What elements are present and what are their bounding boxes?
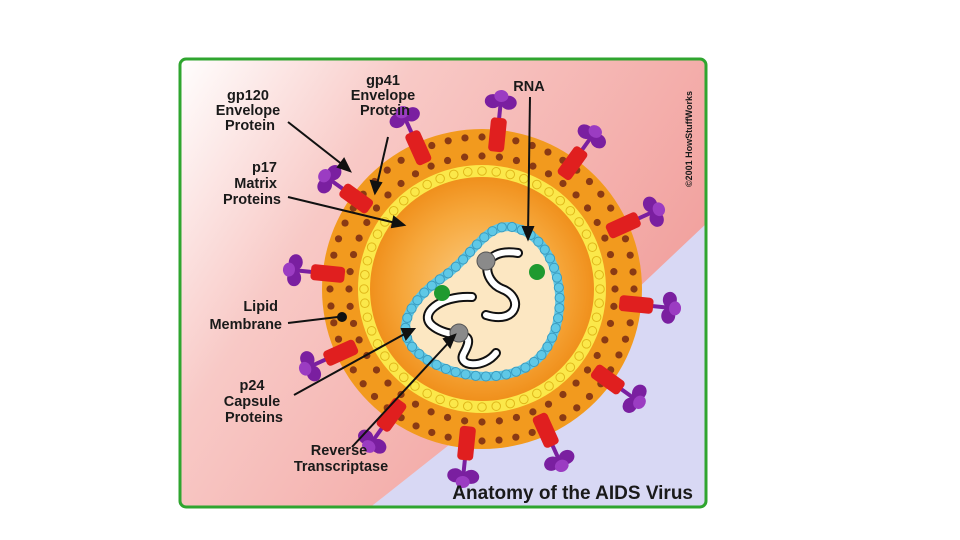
gp41-stem [405,130,432,166]
gp41-stem [590,364,625,395]
gp41-stem [532,412,559,448]
nucleotide-gray-top [476,251,496,271]
label-gp41: gp41 Envelope Protein [351,73,420,119]
gp41-stem [376,397,407,432]
arrow-reverse-transcriptase [351,338,453,448]
label-rna: RNA [513,79,545,95]
virus-diagram: gp120 Envelope Protein gp41 Envelope Pro… [178,57,708,509]
label-gp120: gp120 Envelope Protein [216,88,285,134]
gp41-stem [618,295,654,314]
gp41-stem [323,339,359,366]
gp41-stem [488,117,507,153]
diagram-title: Anatomy of the AIDS Virus [452,483,693,504]
p17-matrix-dots [359,166,605,412]
arrow-gp120 [287,121,349,170]
p24-capsule-dots [400,221,565,382]
reverse-transcriptase-dot-right [529,264,545,280]
frame-border [178,57,708,509]
arrow-gp41 [375,136,389,190]
label-p24: p24 Capsule Proteins [224,378,284,426]
reverse-transcriptase-dot-left [434,285,450,301]
arrow-p17 [287,196,401,225]
arrow-lipid [287,315,347,324]
label-arrows [287,96,535,448]
label-lipid-membrane: Lipid Membrane [209,299,282,333]
gp41-stem [339,183,374,214]
label-p17: p17 Matrix Proteins [223,160,281,208]
gp41-stem [557,146,588,181]
gp120-spike [544,435,575,473]
gp41-stems [310,117,654,461]
copyright-notice: ©2001 HowStuffWorks [684,91,694,187]
background-lavender-region [368,222,706,507]
gp41-stem [310,264,346,283]
arrow-p24 [293,330,411,396]
virus-diagram-svg: gp120 Envelope Protein gp41 Envelope Pro… [178,57,708,509]
gp41-stem [605,212,641,239]
gp120-spike [298,351,336,382]
arrow-rna [527,96,531,236]
label-reverse-transcriptase: Reverse Transcriptase [294,443,388,475]
gp41-stem [457,425,476,461]
envelope-spikes [282,89,682,489]
